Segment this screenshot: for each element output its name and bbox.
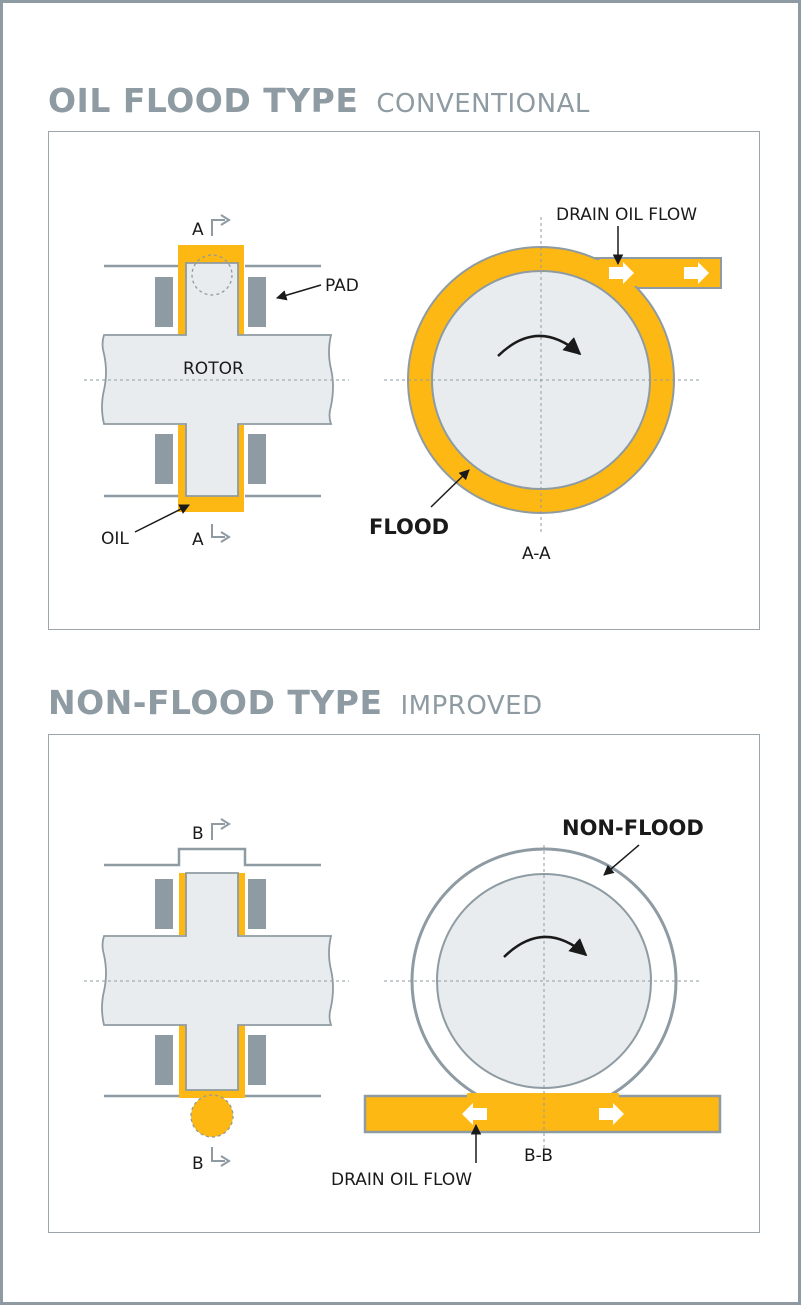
section-marker-b-top: B [192,824,204,844]
flow-arrow-1 [609,262,634,284]
oil-flood-subtitle: CONVENTIONAL [376,89,590,119]
drain-oil-flow-label: DRAIN OIL FLOW [331,1170,472,1190]
pad-top-left [155,879,173,929]
oil-flood-title: OIL FLOOD TYPE [48,81,359,120]
oil-label: OIL [101,529,129,549]
section-marker-b-bottom: B [192,1154,204,1174]
drain-port [190,1094,234,1138]
pad-bottom-left [155,434,173,484]
section-b-b-label: B-B [524,1146,553,1166]
flow-arrow-2 [684,262,709,284]
oil-flood-diagram: A A ROTOR PAD OIL [84,205,722,564]
drain-pipe [363,1094,722,1134]
section-a-a-label: A-A [522,544,551,564]
section-arrow-a-bottom [211,524,225,538]
pad-top-right [248,277,266,327]
section-a-a-view: DRAIN OIL FLOW FLOOD A-A [369,205,722,564]
flood-label: FLOOD [369,515,449,539]
section-arrow-b-bottom [211,1147,225,1162]
flow-arrow-right [599,1103,624,1125]
non-flood-panel: B B [48,734,760,1233]
rotation-arrow [497,334,582,357]
non-flood-diagram: B B [84,816,722,1190]
oil-leader [134,504,190,533]
pad-bottom-right [248,1035,266,1085]
non-flood-leader [603,844,640,876]
non-flood-label: NON-FLOOD [562,816,704,840]
oil-flood-panel: A A ROTOR PAD OIL [48,131,760,630]
non-flood-title: NON-FLOOD TYPE [48,683,383,722]
non-flood-heading: NON-FLOOD TYPE IMPROVED [48,683,543,722]
section-arrow-a-top [211,219,225,236]
pad-top-left [155,277,173,327]
bearing-side-view-improved: B B [84,818,349,1174]
pad-leader [275,284,322,301]
non-flood-subtitle: IMPROVED [400,691,543,721]
pad-label: PAD [325,276,359,296]
flow-arrow-left [462,1103,487,1125]
rotation-arrow [503,935,588,958]
rotor-label: ROTOR [183,359,244,379]
section-marker-a-bottom: A [192,530,204,550]
section-b-b-view: NON-FLOOD DRAIN OIL FLOW B-B [331,816,722,1190]
pad-bottom-left [155,1035,173,1085]
pad-bottom-right [248,434,266,484]
oil-flood-heading: OIL FLOOD TYPE CONVENTIONAL [48,81,590,120]
drain-oil-flow-label: DRAIN OIL FLOW [556,205,697,225]
pad-top-right [248,879,266,929]
flood-leader [430,469,470,508]
section-marker-a-top: A [192,220,204,240]
section-arrow-b-top [211,823,225,840]
bearing-side-view: A A ROTOR PAD OIL [84,214,359,550]
